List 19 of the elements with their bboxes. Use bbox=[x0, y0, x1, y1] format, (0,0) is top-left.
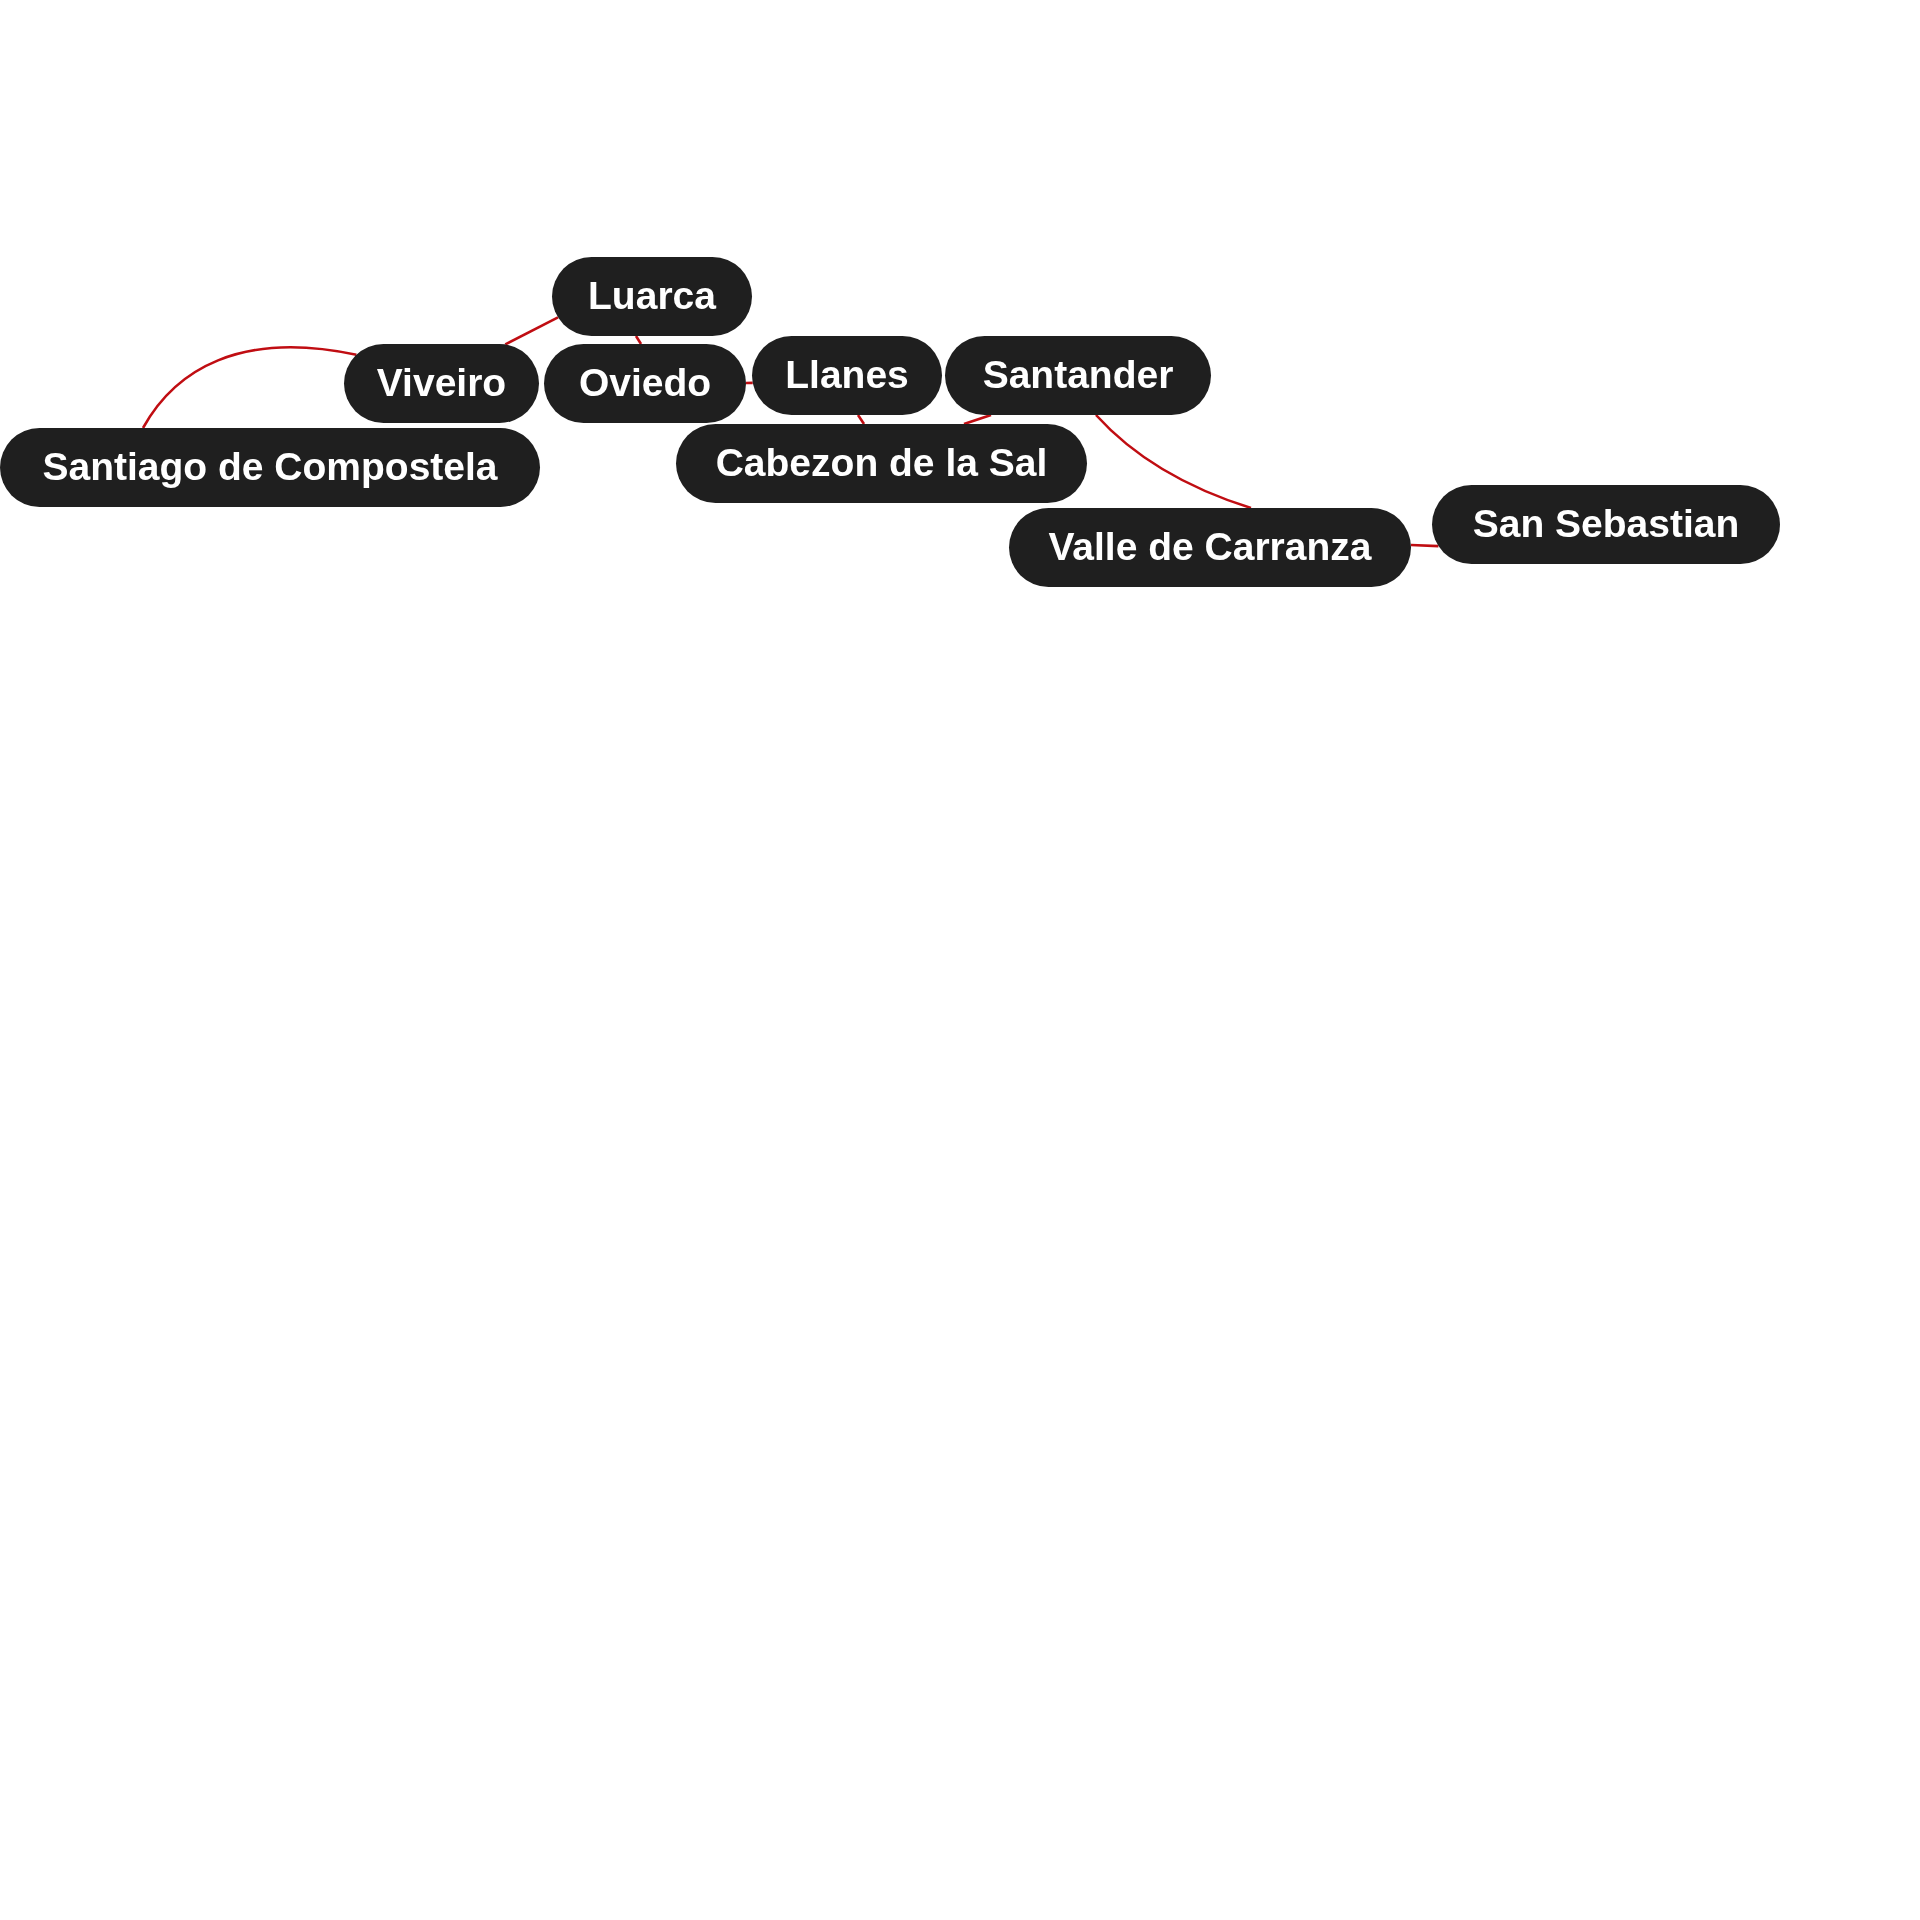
place-pill bbox=[0, 428, 540, 507]
place-name: Santiago de Compostela bbox=[42, 446, 498, 489]
place-name: San Sebastian bbox=[1472, 503, 1740, 546]
connector-line bbox=[1095, 414, 1252, 510]
place-name: Santander bbox=[982, 354, 1174, 397]
connector-line bbox=[963, 413, 992, 426]
place-pill bbox=[552, 257, 752, 336]
connector-line bbox=[504, 316, 559, 346]
connector-line bbox=[1410, 543, 1439, 548]
place-name: Viveiro bbox=[376, 362, 507, 405]
connector-line bbox=[141, 346, 357, 429]
place-pill bbox=[344, 344, 539, 423]
place-name: Llanes bbox=[785, 354, 909, 397]
place-name: Cabezon de la Sal bbox=[715, 442, 1048, 485]
connector-line bbox=[634, 335, 643, 345]
place-name: Valle de Carranza bbox=[1048, 526, 1372, 569]
place-name: Luarca bbox=[588, 275, 716, 318]
connector-line bbox=[856, 414, 866, 425]
place-name: Oviedo bbox=[578, 362, 712, 405]
